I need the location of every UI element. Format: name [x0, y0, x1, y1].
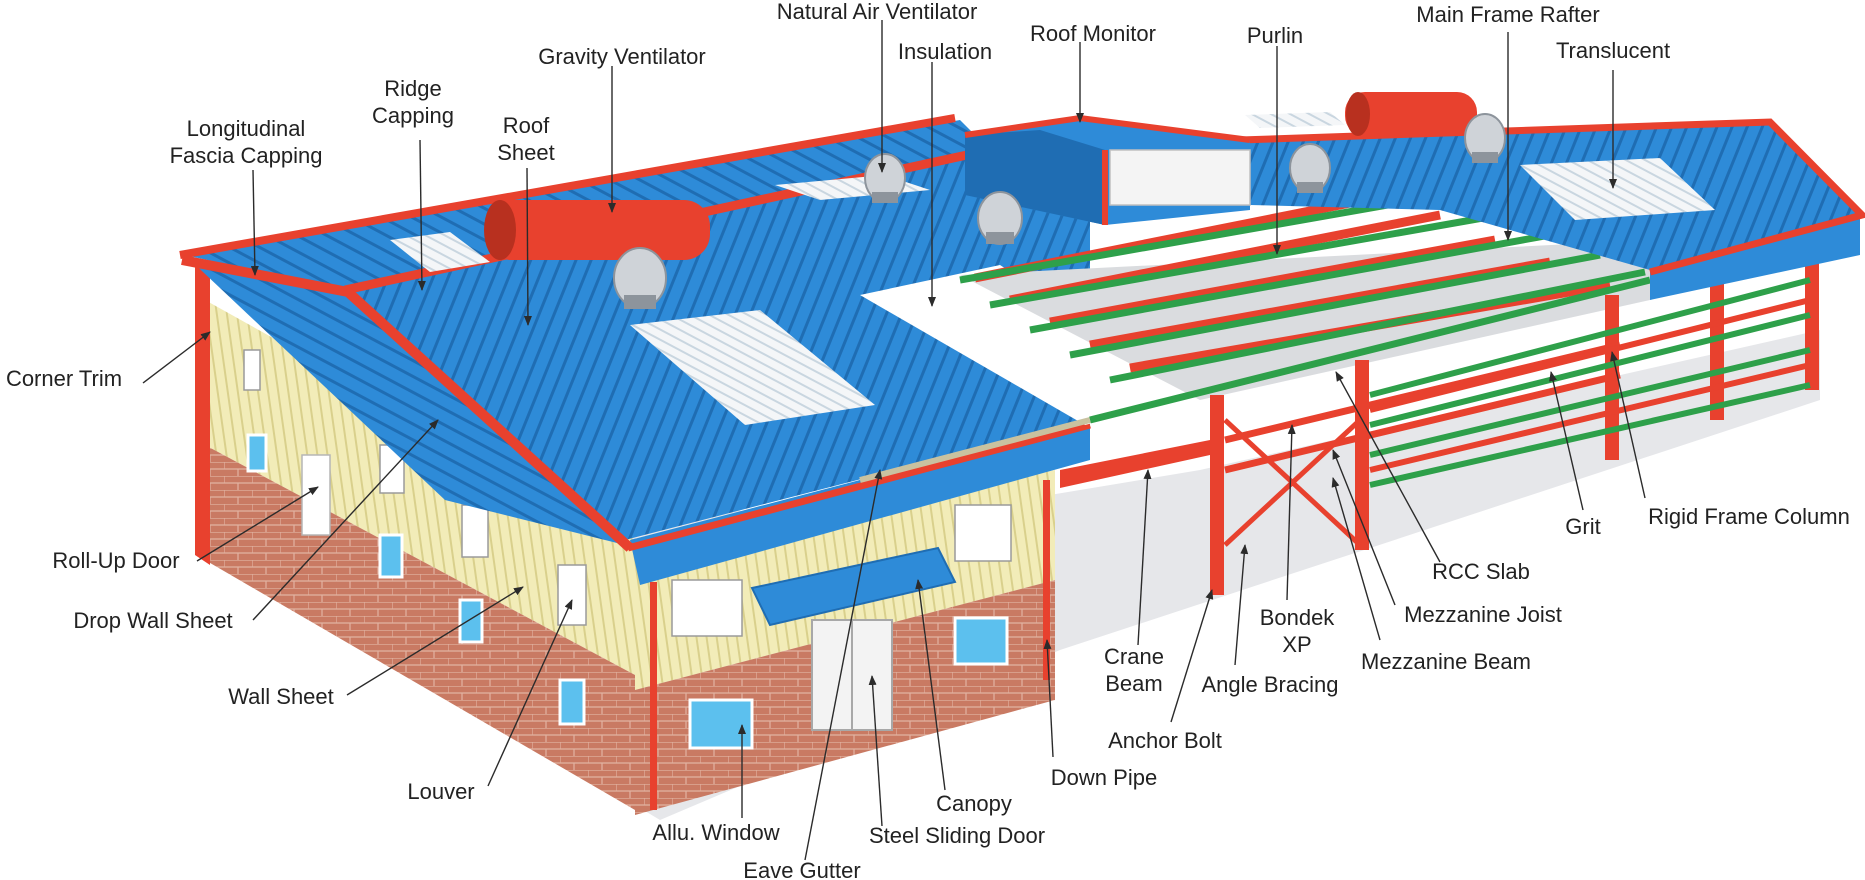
label-longitudinal-fascia-capping: LongitudinalFascia Capping [170, 116, 323, 168]
label-rcc-slab: RCC Slab [1432, 559, 1530, 584]
label-purlin: Purlin [1247, 23, 1303, 48]
translucent-panel [1245, 112, 1345, 128]
label-mezzanine-beam: Mezzanine Beam [1361, 649, 1531, 674]
building-illustration [180, 92, 1862, 820]
label-anchor-bolt: Anchor Bolt [1108, 728, 1222, 753]
louver-shape [558, 565, 586, 625]
louver-shape [672, 580, 742, 636]
louver-shape [955, 505, 1011, 561]
roof-monitor-louver [1110, 150, 1250, 205]
label-bondek-xp: BondekXP [1260, 605, 1336, 657]
label-gravity-ventilator: Gravity Ventilator [538, 44, 706, 69]
label-eave-gutter: Eave Gutter [743, 858, 860, 880]
label-natural-air-ventilator: Natural Air Ventilator [777, 0, 978, 24]
leader-roof-sheet [527, 168, 528, 325]
label-canopy: Canopy [936, 791, 1012, 816]
label-main-frame-rafter: Main Frame Rafter [1416, 2, 1599, 27]
label-translucent: Translucent [1556, 38, 1670, 63]
label-roll-up-door: Roll-Up Door [52, 548, 179, 573]
window-shape [460, 600, 482, 642]
corner-trim-shape [195, 265, 210, 565]
label-crane-beam: CraneBeam [1104, 644, 1164, 696]
label-angle-bracing: Angle Bracing [1202, 672, 1339, 697]
window-shape [380, 535, 402, 577]
label-allu-window: Allu. Window [652, 820, 779, 845]
window-shape [955, 618, 1007, 664]
window-shape [560, 680, 584, 724]
label-drop-wall-sheet: Drop Wall Sheet [73, 608, 232, 633]
gravity-ventilator-end [1346, 92, 1370, 136]
label-steel-sliding-door: Steel Sliding Door [869, 823, 1045, 848]
label-roof-monitor: Roof Monitor [1030, 21, 1156, 46]
label-wall-sheet: Wall Sheet [228, 684, 334, 709]
label-roof-sheet: RoofSheet [497, 113, 555, 165]
down-pipe-shape [650, 582, 657, 810]
label-insulation: Insulation [898, 39, 992, 64]
label-rigid-frame-column: Rigid Frame Column [1648, 504, 1850, 529]
gravity-ventilator-shape [485, 200, 710, 260]
label-louver: Louver [407, 779, 474, 804]
label-mezzanine-joist: Mezzanine Joist [1404, 602, 1562, 627]
gravity-ventilator-end [484, 200, 516, 260]
label-grit: Grit [1565, 514, 1600, 539]
louver-shape [244, 350, 260, 390]
label-down-pipe: Down Pipe [1051, 765, 1157, 790]
label-corner-trim: Corner Trim [6, 366, 122, 391]
louver-shape [462, 505, 488, 557]
label-ridge-capping: RidgeCapping [372, 76, 454, 128]
down-pipe-shape [1043, 480, 1050, 680]
window-shape [248, 435, 266, 471]
